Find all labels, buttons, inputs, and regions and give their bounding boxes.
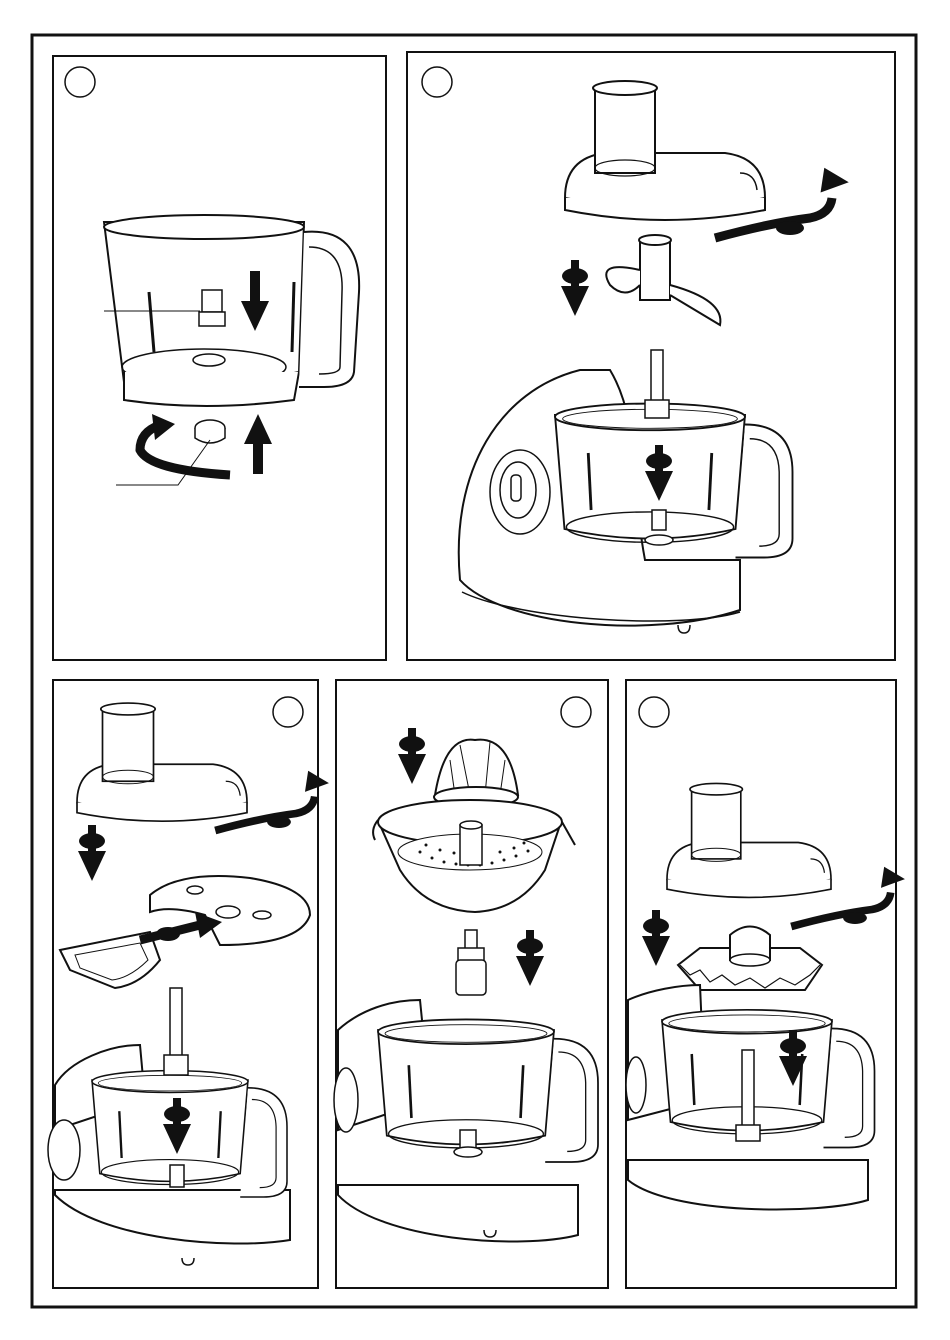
step-marker: [273, 697, 303, 727]
drive-coupling-icon: [199, 290, 225, 326]
panel-bowl-assembly: [53, 56, 386, 660]
step-marker: [422, 67, 452, 97]
panel-emulsifying-disc-assembly: [626, 680, 905, 1288]
lock-nut-icon: [195, 420, 225, 443]
step-marker: [561, 697, 591, 727]
panel-slicing-disc-assembly: [48, 680, 329, 1288]
panel-citrus-press-assembly: [334, 680, 608, 1288]
step-marker: [639, 697, 669, 727]
panel-knife-blade-assembly: [407, 52, 895, 660]
step-marker: [65, 67, 95, 97]
